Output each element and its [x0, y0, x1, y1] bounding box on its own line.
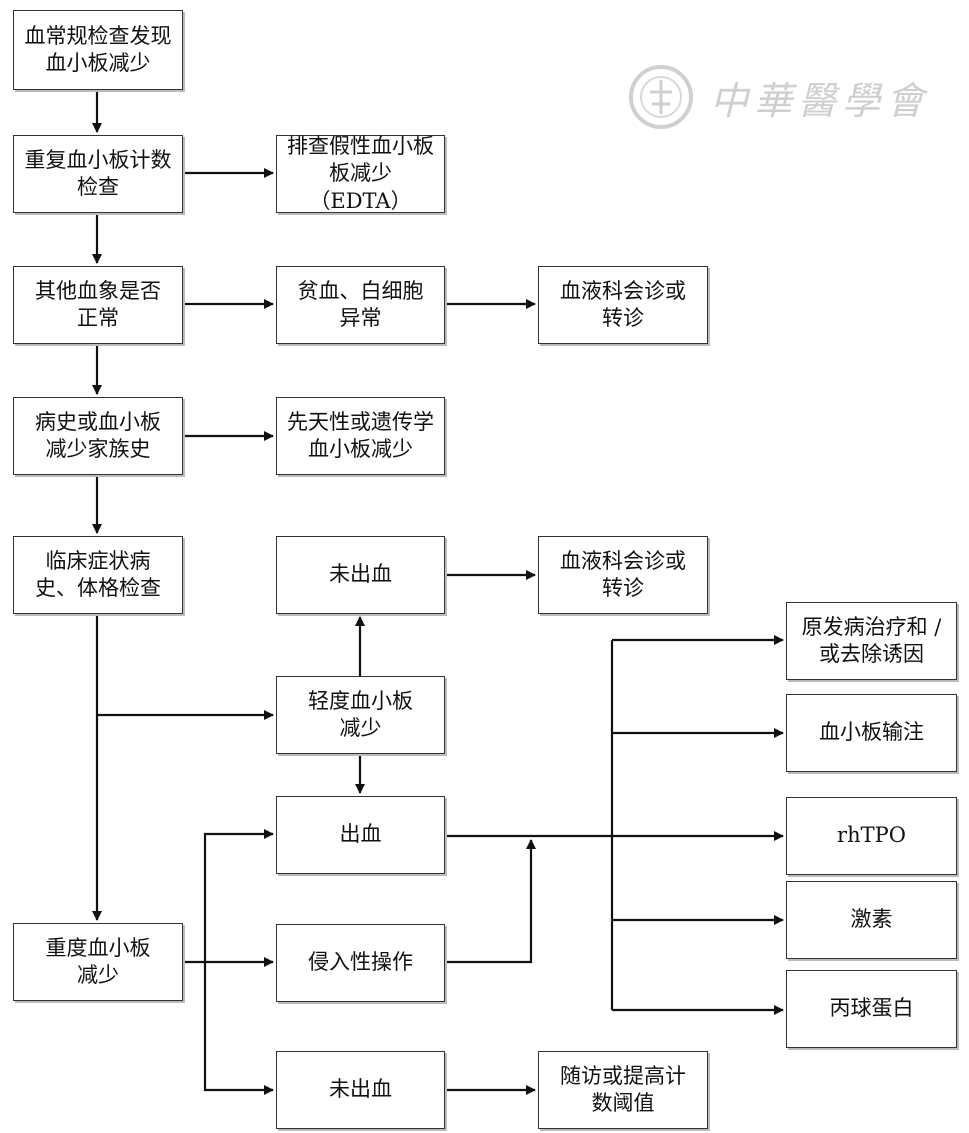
node-label: 激素: [850, 907, 893, 932]
node-severe-thrombocytopenia: 重度血小板 减少: [13, 923, 183, 1001]
node-anemia-wbc-abnormal: 贫血、白细胞 异常: [276, 266, 445, 344]
node-label: 血液科会诊或 转诊: [560, 548, 686, 600]
watermark-text: 中華醫學會: [710, 79, 931, 123]
node-family-history: 病史或血小板 减少家族史: [13, 397, 183, 475]
node-label: 重度血小板 减少: [45, 935, 151, 987]
node-rhtpo: rhTPO: [786, 797, 957, 875]
node-label: 先天性或遗传学 血小板减少: [287, 409, 434, 461]
node-label: 血常规检查发现 血小板减少: [24, 23, 172, 75]
node-no-bleeding-2: 未出血: [276, 1051, 445, 1129]
node-label: 未出血: [329, 562, 392, 587]
node-label: 侵入性操作: [308, 950, 413, 975]
node-label: 出血: [339, 822, 382, 847]
node-label: 血小板输注: [819, 720, 924, 745]
node-label: 其他血象是否 正常: [35, 278, 161, 330]
node-exclude-pseudo: 排查假性血小板 板减少（EDTA）: [276, 134, 445, 213]
node-invasive-procedure: 侵入性操作: [276, 924, 445, 1002]
node-label: 随访或提高计 数阈值: [560, 1063, 686, 1115]
node-label: 轻度血小板 减少: [308, 688, 413, 740]
node-repeat-platelet-count: 重复血小板计数 检查: [13, 135, 183, 213]
node-label: 丙球蛋白: [829, 996, 914, 1021]
node-follow-up: 随访或提高计 数阈值: [538, 1051, 708, 1129]
node-label: 血液科会诊或 转诊: [560, 278, 686, 330]
node-routine-blood-test: 血常规检查发现 血小板减少: [13, 10, 183, 90]
node-label: 病史或血小板 减少家族史: [35, 409, 161, 461]
node-other-blood-normal: 其他血象是否 正常: [13, 266, 183, 344]
node-no-bleeding-1: 未出血: [276, 536, 445, 614]
node-label: rhTPO: [837, 823, 906, 848]
seal-logo-icon: [629, 65, 693, 129]
node-label: 未出血: [329, 1077, 392, 1102]
node-label: 原发病治疗和 / 或去除诱因: [801, 614, 942, 666]
node-label: 贫血、白细胞 异常: [297, 278, 424, 330]
node-congenital: 先天性或遗传学 血小板减少: [276, 397, 445, 475]
node-label: 排查假性血小板 板减少（EDTA）: [287, 134, 434, 213]
node-hematology-consult-1: 血液科会诊或 转诊: [538, 266, 708, 344]
node-label: 临床症状病 史、体格检查: [35, 548, 161, 600]
node-label: 重复血小板计数 检查: [24, 147, 172, 199]
node-platelet-transfusion: 血小板输注: [786, 694, 957, 772]
node-bleeding: 出血: [276, 796, 445, 874]
node-hematology-consult-2: 血液科会诊或 转诊: [538, 536, 708, 614]
node-hormone: 激素: [786, 881, 957, 959]
node-primary-treatment: 原发病治疗和 / 或去除诱因: [786, 602, 957, 680]
node-mild-thrombocytopenia: 轻度血小板 减少: [276, 676, 445, 754]
node-clinical-exam: 临床症状病 史、体格检查: [13, 536, 183, 614]
node-gamma-globulin: 丙球蛋白: [786, 970, 957, 1048]
